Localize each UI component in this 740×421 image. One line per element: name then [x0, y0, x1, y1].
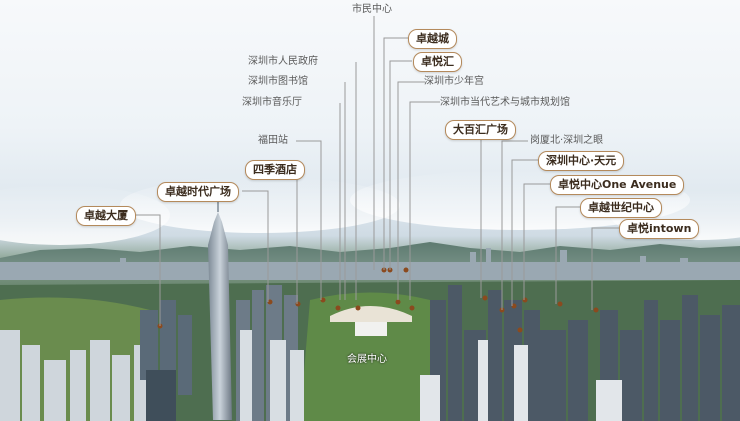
tag-intown: 卓悦intown	[619, 219, 700, 239]
label-concert-hall: 深圳市音乐厅	[242, 97, 302, 108]
tag-zhuoyue-city: 卓越城	[408, 29, 457, 49]
tag-zhuoyue-hui: 卓悦汇	[413, 52, 462, 72]
tag-four-seasons: 四季酒店	[245, 160, 305, 180]
label-library: 深圳市图书馆	[248, 76, 308, 87]
label-gov-building: 深圳市人民政府	[248, 56, 318, 67]
label-gangxia-north: 岗厦北·深圳之眼	[530, 135, 604, 146]
tag-one-avenue: 卓悦中心One Avenue	[550, 175, 685, 195]
tag-sz-center: 深圳中心·天元	[538, 151, 625, 171]
tag-zhuoyue-tower: 卓越大厦	[76, 206, 136, 226]
label-moca: 深圳市当代艺术与城市规划馆	[440, 97, 570, 108]
label-futian-station: 福田站	[258, 135, 288, 146]
label-civic-center: 市民中心	[352, 4, 392, 15]
tag-zhuoyue-era: 卓越时代广场	[157, 182, 239, 202]
label-convention: 会展中心	[347, 354, 387, 365]
label-youth-palace: 深圳市少年宫	[424, 76, 484, 87]
tag-baibaihui: 大百汇广场	[445, 120, 516, 140]
tag-zhuoyue-century: 卓越世纪中心	[580, 198, 662, 218]
